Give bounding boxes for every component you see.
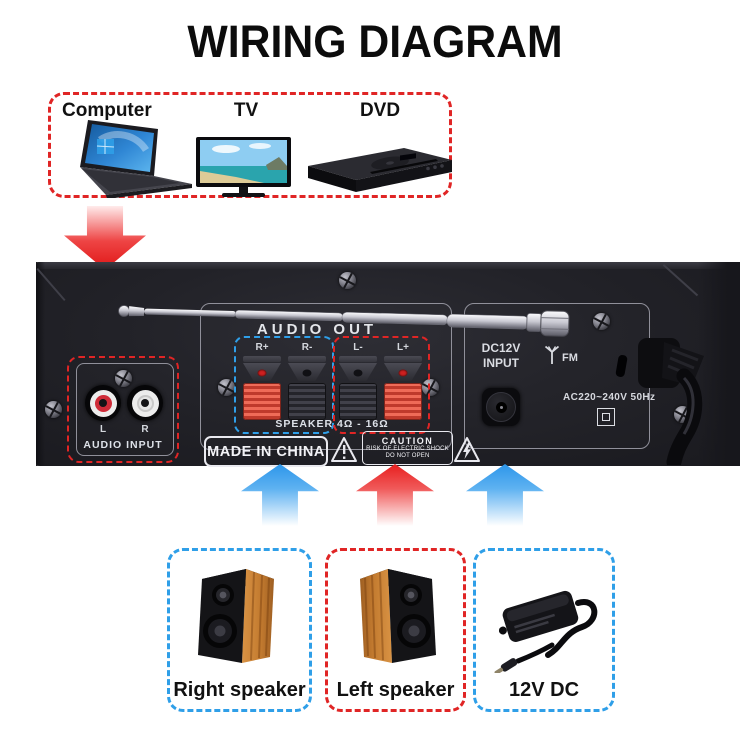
warning-exclamation-icon: [331, 437, 357, 462]
audio-input-label: AUDIO INPUT: [83, 439, 163, 451]
panel-right-side: [698, 262, 740, 466]
audio-input-highlight-box: [67, 356, 179, 463]
class2-insulation-icon: [597, 408, 615, 426]
rca-jack-right: [127, 385, 163, 421]
screw-icon: [218, 379, 235, 396]
screw-icon: [593, 313, 610, 330]
caution-line2: DO NOT OPEN: [385, 453, 430, 460]
warning-lightning-icon: [454, 437, 480, 462]
fm-antenna-icon: [544, 345, 560, 364]
dvd-label: DVD: [359, 100, 401, 121]
dvd-player-image: [308, 148, 452, 192]
rca-jack-left: [85, 385, 121, 421]
panel-top-edge: [36, 262, 740, 269]
dc-adapter-label: 12V DC: [508, 679, 580, 701]
made-in-china-badge: MADE IN CHINA: [204, 436, 328, 467]
caution-badge: CAUTION RISK OF ELECTRIC SHOCK DO NOT OP…: [362, 431, 453, 465]
computer-label: Computer: [62, 100, 152, 121]
dc-input-line1: DC12V: [481, 341, 521, 355]
screw-icon: [45, 401, 62, 418]
audio-input-section: [76, 363, 174, 456]
tv-image: [196, 137, 291, 197]
right-speaker-label: Right speaker: [173, 679, 306, 701]
dc-input-label: DC12V INPUT: [470, 341, 532, 371]
terminal-label-l-plus: L+: [397, 342, 409, 353]
fm-label: FM: [562, 352, 578, 364]
fm-antenna-rod: [118, 305, 570, 337]
screw-icon: [422, 379, 439, 396]
power-adapter-image: [494, 590, 598, 673]
speaker-terminal-r-plus: [243, 356, 281, 422]
terminal-label-r-minus: R-: [301, 342, 313, 353]
power-cord: [638, 338, 704, 465]
terminal-label-l-minus: L-: [353, 342, 363, 353]
caution-line1: RISK OF ELECTRIC SHOCK: [366, 446, 449, 453]
right-speaker-box: Right speaker: [167, 548, 312, 712]
screw-icon: [115, 370, 132, 387]
ac-rating-label: AC220~240V 50Hz: [563, 392, 656, 403]
left-speaker-image: [360, 569, 436, 663]
audio-out-label: AUDIO OUT: [256, 321, 378, 338]
flow-arrow-dc-power: [466, 464, 544, 526]
dc-input-line2: INPUT: [483, 356, 519, 370]
caution-title: CAUTION: [381, 435, 434, 446]
speaker-terminal-l-minus: [339, 356, 377, 422]
speaker-terminal-l-plus: [384, 356, 422, 422]
tv-label: TV: [233, 100, 259, 121]
flow-arrow-sources-to-amp: [64, 206, 146, 270]
flow-arrow-left-speaker: [356, 464, 434, 526]
rca-right-label: R: [141, 424, 149, 435]
page-title: WIRING DIAGRAM: [187, 16, 563, 67]
laptop-image: [80, 120, 192, 198]
right-speaker-image: [198, 569, 274, 663]
speaker-impedance-label: SPEAKER 4Ω - 16Ω: [275, 418, 389, 430]
panel-left-edge: [36, 262, 45, 466]
dc-power-jack: [482, 388, 520, 426]
speaker-terminal-r-minus: [288, 356, 326, 422]
flow-arrow-right-speaker: [241, 464, 319, 526]
rca-left-label: L: [99, 424, 107, 435]
left-channel-highlight-box: [333, 336, 430, 434]
screw-icon: [339, 272, 356, 289]
left-speaker-label: Left speaker: [336, 679, 455, 701]
left-speaker-box: Left speaker: [325, 548, 466, 712]
terminal-label-r-plus: R+: [255, 342, 269, 353]
dc-adapter-box: 12V DC: [473, 548, 615, 712]
